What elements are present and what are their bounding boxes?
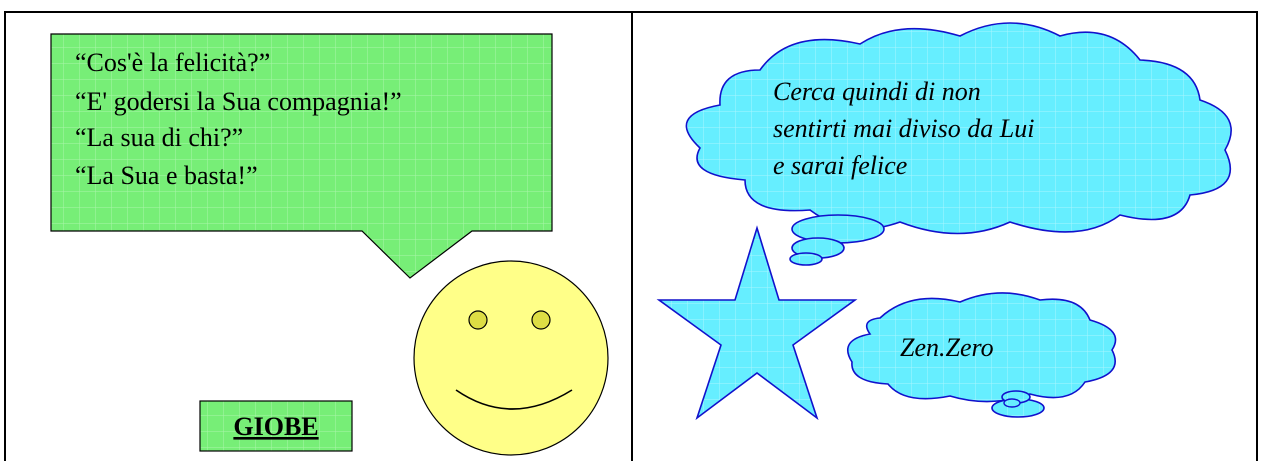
panel-frame xyxy=(4,11,1258,461)
right-eye xyxy=(531,310,551,330)
cloud-line-1: Cerca quindi di non xyxy=(773,77,981,106)
small-cloud: Zen.Zero xyxy=(847,292,1117,418)
speech-bubble: “Cos'è la felicità?” “E' godersi la Sua … xyxy=(50,33,553,279)
cloud-line-3: e sarai felice xyxy=(773,151,907,180)
speech-line-3: “La sua di chi?” xyxy=(75,123,243,152)
small-thought-bubble-small xyxy=(1003,398,1021,408)
smiley-face-icon xyxy=(413,260,609,456)
small-cloud-text: Zen.Zero xyxy=(900,333,994,362)
speech-line-4: “La Sua e basta!” xyxy=(75,161,258,190)
cloud-line-2: sentirti mai diviso da Lui xyxy=(773,114,1034,143)
left-panel: “Cos'è la felicità?” “E' godersi la Sua … xyxy=(50,33,609,456)
star-icon xyxy=(656,225,858,421)
speech-line-1: “Cos'è la felicità?” xyxy=(75,48,270,77)
speech-line-2: “E' godersi la Sua compagnia!” xyxy=(75,87,402,116)
smile xyxy=(455,389,573,410)
author-label: GIOBE xyxy=(233,412,318,441)
label-box: GIOBE xyxy=(199,400,353,452)
thought-cloud: Cerca quindi di non sentirti mai diviso … xyxy=(685,22,1232,266)
left-eye xyxy=(468,310,488,330)
thought-bubble-small xyxy=(789,252,823,266)
right-panel: Cerca quindi di non sentirti mai diviso … xyxy=(656,22,1232,421)
